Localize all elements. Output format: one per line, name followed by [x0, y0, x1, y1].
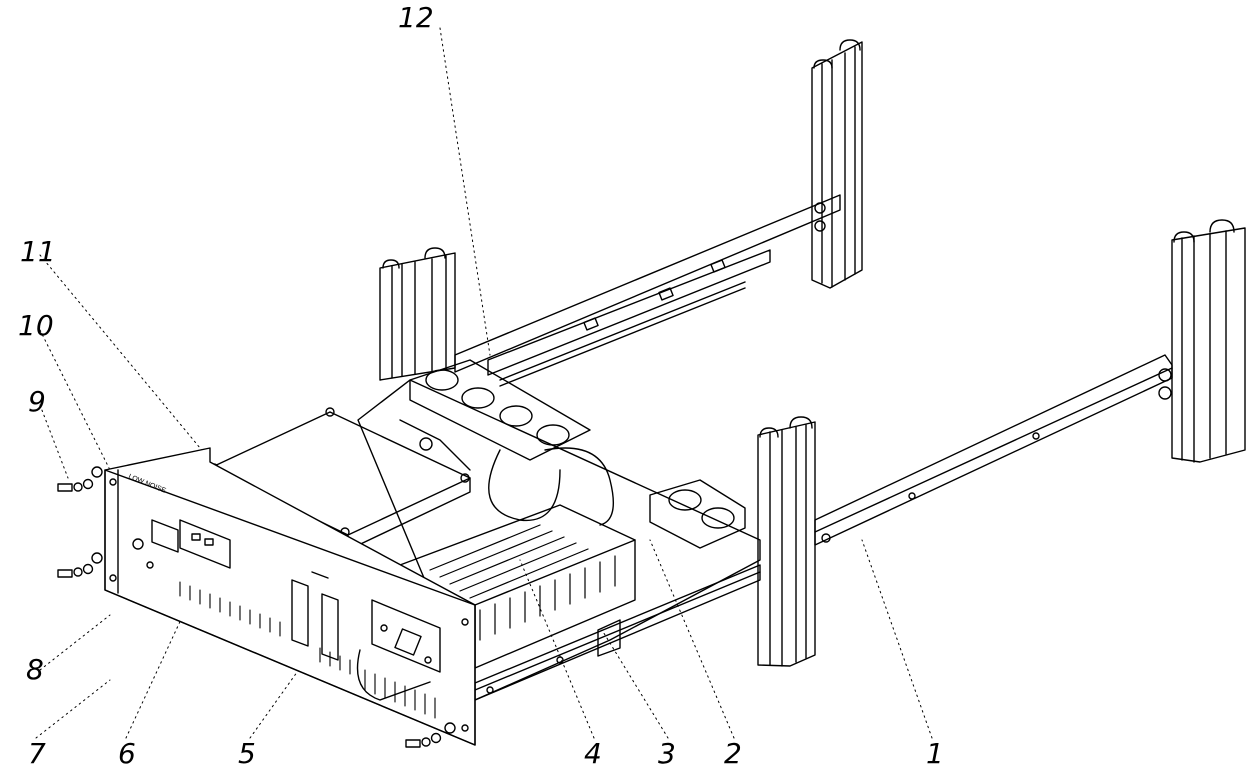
callout-label-7: 7 [28, 737, 46, 770]
front-slide-rail [474, 564, 761, 701]
upper-slide-rail [454, 194, 841, 387]
leader-lines [35, 27, 933, 739]
lower-right-rail [814, 354, 1173, 546]
screw-bottom-right [405, 722, 456, 748]
rear-left-upright [379, 247, 456, 381]
front-panel: LOW NOISE [104, 447, 476, 746]
callout-label-5: 5 [238, 737, 256, 770]
callout-label-10: 10 [18, 309, 54, 342]
callout-label-3: 3 [658, 737, 676, 770]
callout-label-11: 11 [20, 235, 56, 268]
callout-label-1: 1 [926, 737, 944, 770]
chassis-tray [357, 359, 761, 701]
callout-label-6: 6 [118, 737, 136, 770]
far-right-upright [1158, 219, 1246, 463]
callout-label-9: 9 [28, 385, 46, 418]
screw-upper-left [57, 466, 103, 492]
callout-label-2: 2 [724, 737, 742, 770]
callout-label-8: 8 [26, 653, 44, 686]
screws [57, 466, 456, 748]
front-right-upright [757, 416, 816, 667]
screw-lower-left [57, 552, 103, 578]
vent-slots [429, 524, 616, 641]
callout-label-12: 12 [398, 1, 434, 34]
callout-label-4: 4 [584, 737, 602, 770]
rear-right-upright [811, 39, 863, 289]
